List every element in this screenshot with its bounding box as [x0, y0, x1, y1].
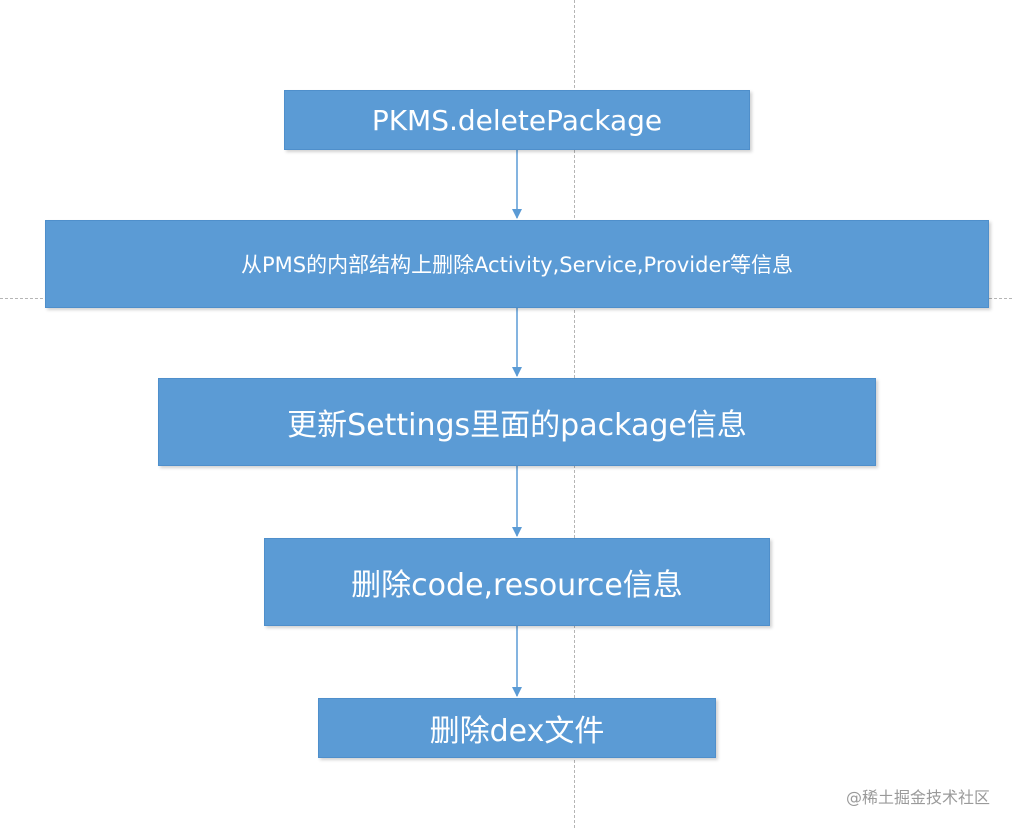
step-box-delete-dex: 删除dex文件: [318, 698, 716, 758]
step-label: 删除code,resource信息: [351, 568, 683, 603]
step-label: 删除dex文件: [429, 714, 605, 749]
step-label: 更新Settings里面的package信息: [287, 408, 747, 443]
step-box-update-settings: 更新Settings里面的package信息: [158, 378, 876, 466]
step-box-delete-package: PKMS.deletePackage: [284, 90, 750, 150]
step-box-remove-components: 从PMS的内部结构上删除Activity,Service,Provider等信息: [45, 220, 989, 308]
step-label: 从PMS的内部结构上删除Activity,Service,Provider等信息: [240, 253, 794, 277]
step-label: PKMS.deletePackage: [371, 103, 663, 137]
watermark: @稀土掘金技术社区: [845, 788, 990, 807]
step-box-delete-code-resource: 删除code,resource信息: [264, 538, 770, 626]
